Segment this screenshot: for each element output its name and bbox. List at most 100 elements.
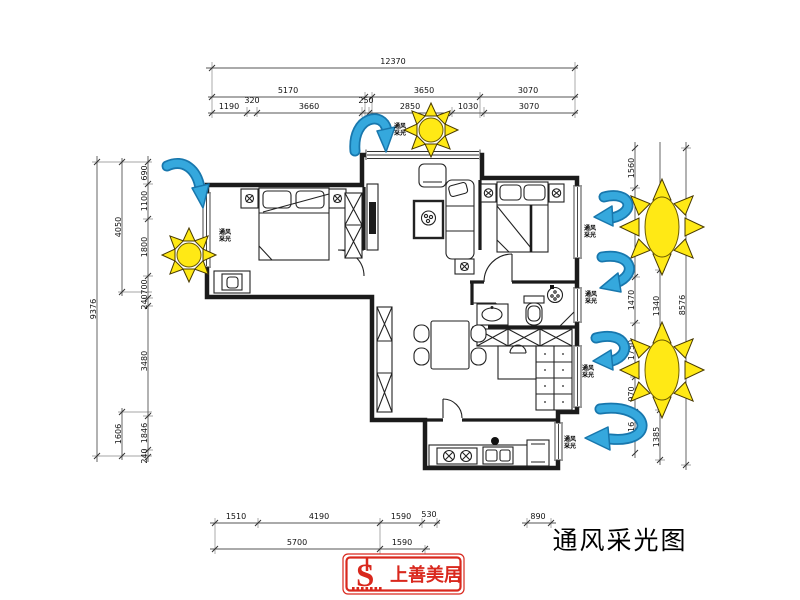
page-title: 通风采光图 (552, 527, 687, 555)
bedroom-right (480, 181, 565, 253)
drawer-cabinet (535, 345, 573, 411)
dim-label: 320 (244, 96, 259, 105)
logo-glyph: S (352, 558, 382, 594)
kitchen-sink (482, 437, 514, 465)
dining-area (376, 306, 487, 413)
logo-text: 上善美居 (390, 564, 462, 585)
vent-label-line: 通风 (582, 364, 594, 372)
dim-label: 240 (140, 448, 149, 463)
wind-arrow-icon (584, 402, 648, 451)
dim-label: 1030 (458, 102, 478, 111)
dim-label: 890 (530, 512, 545, 521)
dim-label: 1190 (219, 102, 239, 111)
vent-label-line: 采光 (394, 129, 406, 137)
vent-light-label: 通风 采光 (582, 364, 594, 379)
wind-arrow-icon (593, 190, 634, 227)
vent-label-line: 通风 (585, 290, 597, 298)
dim-label: 240 (140, 294, 149, 309)
dim-label: 5700 (287, 538, 307, 547)
dim-label: 1385 (652, 427, 661, 447)
sofa (445, 179, 475, 260)
toilet (523, 295, 545, 326)
dimension-lines (93, 64, 690, 553)
dim-label: 970 (627, 386, 636, 401)
stove (436, 447, 478, 465)
dim-label: 12370 (380, 57, 405, 66)
dim-label: 8576 (678, 295, 687, 315)
company-logo: S 上善美居 (342, 553, 465, 595)
dim-label: 700 (140, 279, 149, 294)
bathroom (476, 285, 564, 326)
vent-label-line: 采光 (564, 442, 576, 450)
vent-label-line: 通风 (564, 435, 576, 443)
storage-column (376, 306, 393, 413)
vent-label-line: 通风 (394, 122, 406, 130)
dim-label: 1750 (627, 340, 636, 360)
wind-arrow-icon (596, 250, 635, 293)
wind-arrow-icon (590, 330, 630, 371)
floor-drain (546, 285, 564, 304)
dim-label: 1590 (391, 512, 411, 521)
vent-light-label: 通风 采光 (584, 224, 596, 239)
svg-text:S: S (356, 558, 374, 594)
dim-label: 1800 (140, 237, 149, 257)
vent-label-line: 通风 (584, 224, 596, 232)
dimension-labels-left: 9376 4050 1606 690 1100 1800 700 240 348… (89, 165, 149, 463)
dim-label: 3480 (140, 351, 149, 371)
dim-label: 4190 (309, 512, 329, 521)
vent-label-line: 采光 (582, 371, 594, 379)
bedroom-left (213, 187, 363, 294)
vent-label-line: 采光 (584, 231, 596, 239)
dim-label: 1510 (226, 512, 246, 521)
dimension-labels-top: 12370 5170 3650 3070 1190 320 3660 250 2… (219, 57, 539, 111)
windows (201, 149, 582, 461)
pillow (499, 184, 522, 201)
dim-label: 1606 (114, 424, 123, 444)
dim-label: 530 (421, 510, 436, 519)
wind-arrows (161, 113, 648, 451)
dining-chairs (413, 324, 487, 366)
cabinet-row (476, 328, 573, 347)
dim-label: 4050 (114, 217, 123, 237)
wardrobe (344, 192, 363, 259)
sun-icon (403, 102, 459, 158)
dim-label: 3660 (299, 102, 319, 111)
dim-label: 250 (358, 96, 373, 105)
sun-icon (161, 227, 217, 283)
desk (213, 270, 251, 294)
kitchen (428, 437, 550, 467)
vent-light-labels: 通风 采光 通风 采光 通风 采光 通风 采光 通风 采光 通风 采光 (219, 122, 597, 450)
sun-icon (619, 178, 705, 276)
side-table (454, 258, 475, 275)
sun-icon (619, 321, 705, 419)
coffee-table (412, 199, 445, 240)
floor-plan (201, 149, 582, 471)
living-room (366, 163, 475, 275)
vent-light-label: 通风 采光 (219, 228, 231, 243)
dining-table (430, 320, 470, 370)
vent-light-label: 通风 采光 (394, 122, 406, 137)
fridge (526, 439, 550, 467)
vent-light-label: 通风 采光 (564, 435, 576, 450)
dim-label: 3070 (519, 102, 539, 111)
interior-walls (362, 180, 577, 422)
dim-label: 690 (140, 165, 149, 180)
wind-arrow-icon (349, 113, 396, 157)
study-room (476, 328, 573, 411)
vent-label-line: 采光 (219, 235, 231, 243)
dim-label: 9376 (89, 299, 98, 319)
dimension-labels-bottom: 1510 4190 1590 530 890 5700 1590 (226, 510, 546, 547)
vent-label-line: 采光 (585, 297, 597, 305)
dim-label: 1340 (652, 296, 661, 316)
desk (497, 344, 537, 380)
dim-label: 1846 (140, 423, 149, 443)
armchair (418, 163, 447, 188)
dim-label: 1100 (140, 191, 149, 211)
vanity-sink (476, 303, 509, 326)
dim-label: 1560 (627, 158, 636, 178)
tv-cabinet (366, 183, 379, 251)
wind-arrow-icon (161, 158, 210, 209)
pillow (523, 184, 546, 201)
